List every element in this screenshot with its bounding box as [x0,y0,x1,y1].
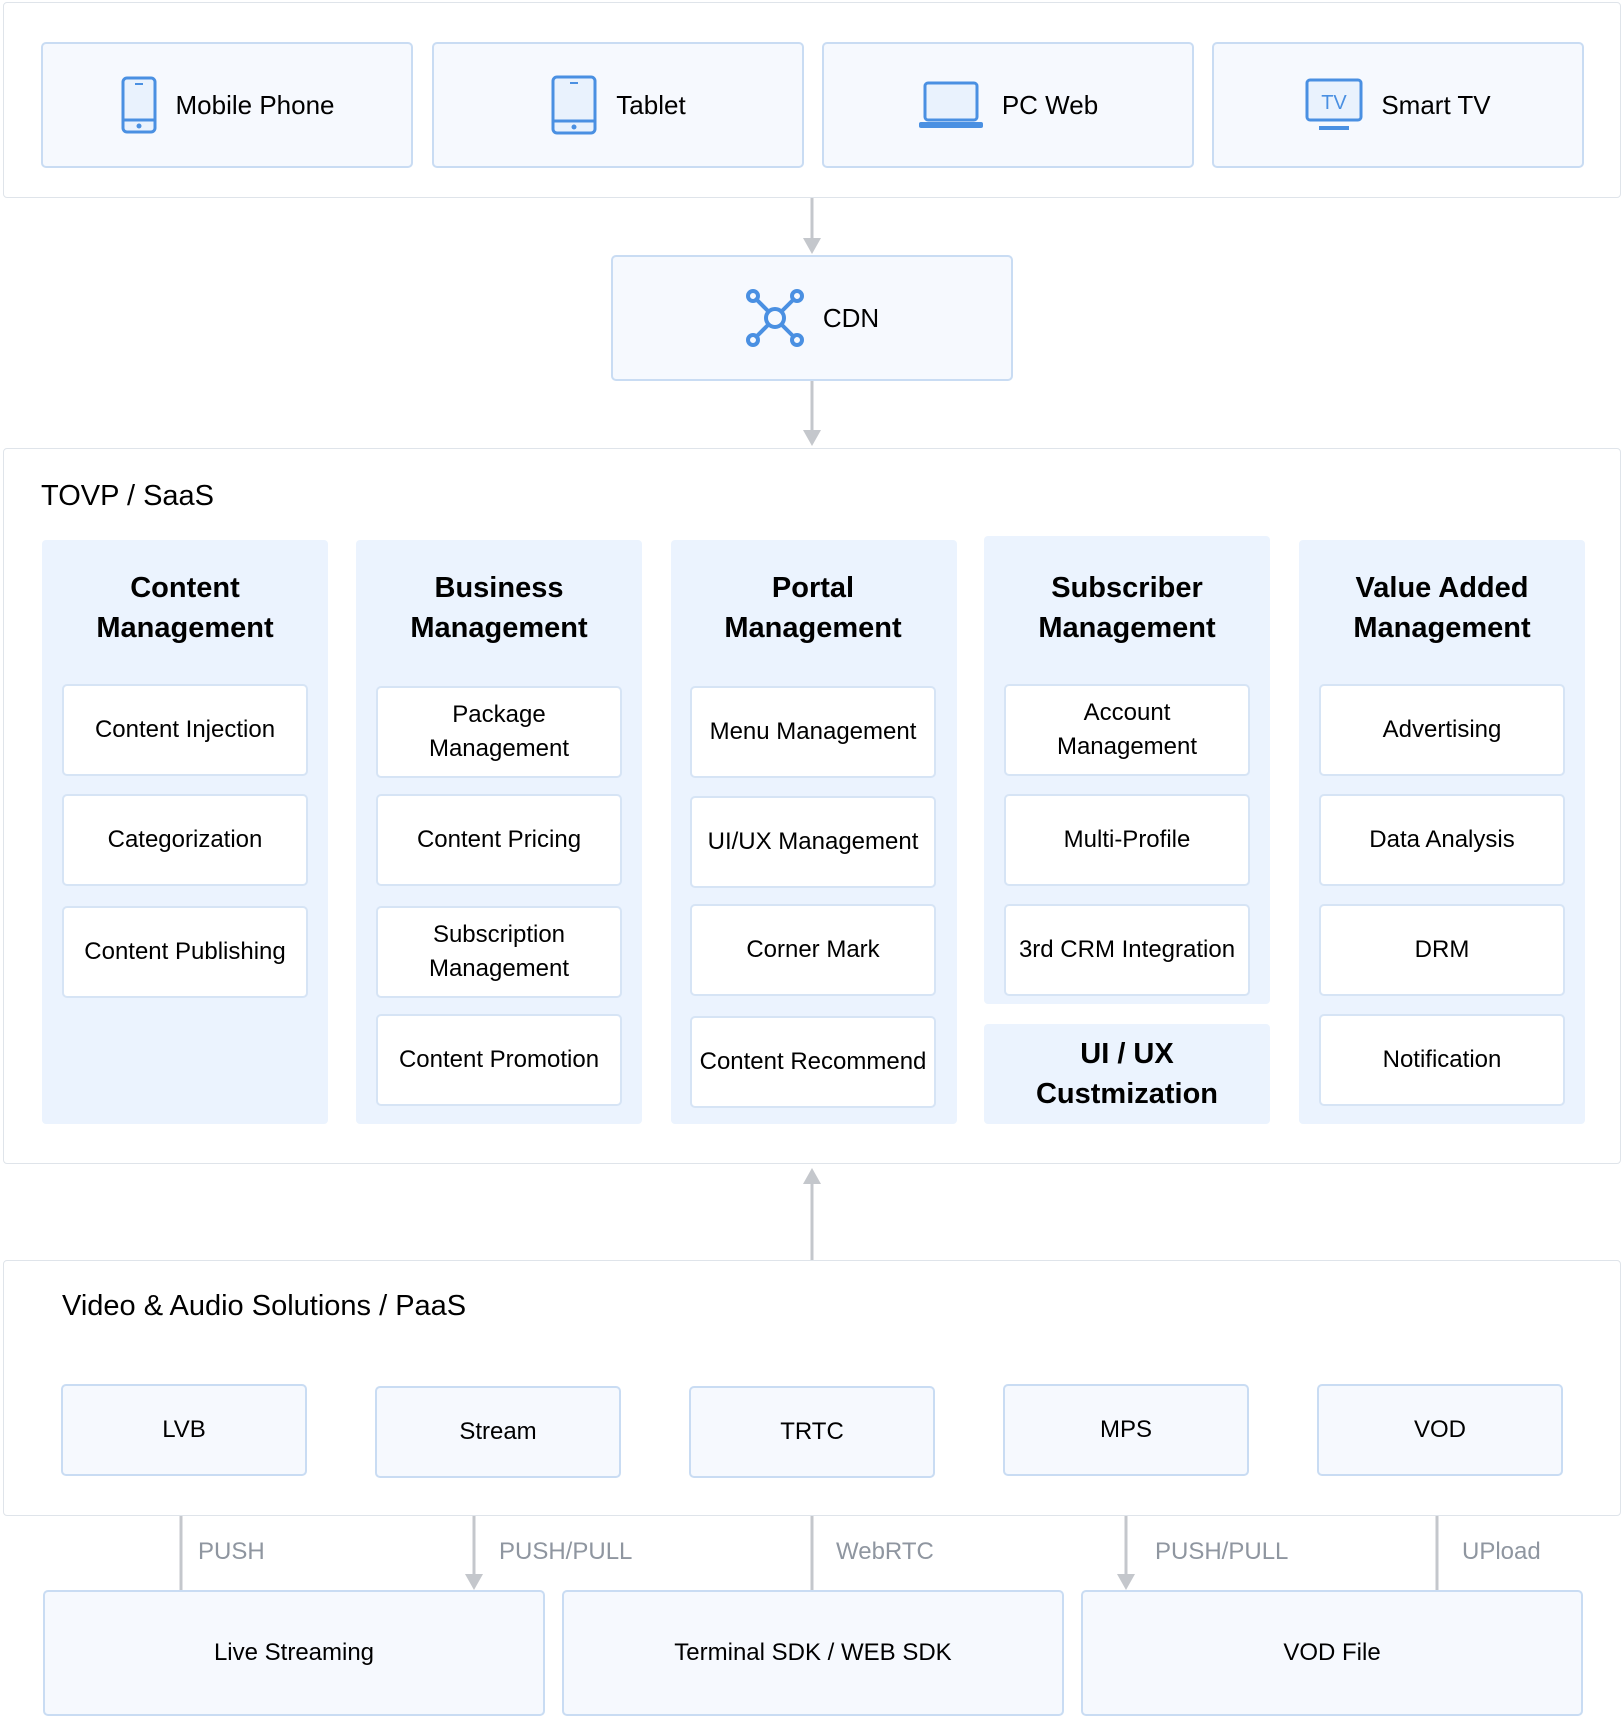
content-pricing-item[interactable]: Content Pricing [376,794,622,886]
menu-management-item[interactable]: Menu Management [690,686,936,778]
device-card-smart-tv[interactable]: TV Smart TV [1212,42,1584,168]
terminal-sdk-source[interactable]: Terminal SDK / WEB SDK [562,1590,1064,1716]
vod-service[interactable]: VOD [1317,1384,1563,1476]
column-title: Value Added Management [1353,572,1531,644]
device-label: Tablet [616,89,686,120]
content-promotion-item[interactable]: Content Promotion [376,1014,622,1106]
device-card-tablet[interactable]: Tablet [432,42,804,168]
content-recommend-item[interactable]: Content Recommend [690,1016,936,1108]
notification-item[interactable]: Notification [1319,1014,1565,1106]
categorization-item[interactable]: Categorization [62,794,308,886]
corner-mark-item[interactable]: Corner Mark [690,904,936,996]
account-management-item[interactable]: Account Management [1004,684,1250,776]
advertising-item[interactable]: Advertising [1319,684,1565,776]
multi-profile-item[interactable]: Multi-Profile [1004,794,1250,886]
tovp-title: TOVP / SaaS [41,480,215,512]
protocol-label-push: PUSH [198,1538,265,1565]
protocol-label-push-pull: PUSH/PULL [1155,1538,1289,1565]
ui-ux-management-item[interactable]: UI/UX Management [690,796,936,888]
device-label: PC Web [1001,89,1099,120]
trtc-service[interactable]: TRTC [689,1386,935,1478]
content-publishing-item[interactable]: Content Publishing [62,906,308,998]
package-management-item[interactable]: Package Management [376,686,622,778]
laptop-icon [918,80,984,130]
cdn-box[interactable]: CDN [611,255,1013,381]
subscription-management-item[interactable]: Subscription Management [376,906,622,998]
mobile-phone-icon [120,76,158,134]
device-card-pc-web[interactable]: PC Web [822,42,1194,168]
tv-icon: TV [1305,78,1363,132]
column-title: Content Management [96,572,274,644]
tablet-icon [550,75,598,135]
ui-ux-customization-box[interactable]: UI / UX Custmization [984,1024,1270,1124]
mps-service[interactable]: MPS [1003,1384,1249,1476]
stream-service[interactable]: Stream [375,1386,621,1478]
paas-title: Video & Audio Solutions / PaaS [62,1290,467,1322]
device-label: Mobile Phone [175,89,335,120]
device-label: Smart TV [1381,89,1491,120]
protocol-label-webrtc: WebRTC [836,1538,934,1565]
data-analysis-item[interactable]: Data Analysis [1319,794,1565,886]
cdn-label: CDN [822,302,880,333]
protocol-label-push-pull: PUSH/PULL [499,1538,633,1565]
column-title: Subscriber Management [1038,572,1216,644]
column-title: Portal Management [724,572,902,644]
live-streaming-source[interactable]: Live Streaming [43,1590,545,1716]
vod-file-source[interactable]: VOD File [1081,1590,1583,1716]
crm-integration-item[interactable]: 3rd CRM Integration [1004,904,1250,996]
tv-icon-text: TV [1322,92,1348,114]
drm-item[interactable]: DRM [1319,904,1565,996]
lvb-service[interactable]: LVB [61,1384,307,1476]
content-injection-item[interactable]: Content Injection [62,684,308,776]
device-card-mobile-phone[interactable]: Mobile Phone [41,42,413,168]
network-hub-icon [745,288,805,348]
protocol-label-upload: UPload [1462,1538,1541,1565]
column-title: Business Management [410,572,588,644]
